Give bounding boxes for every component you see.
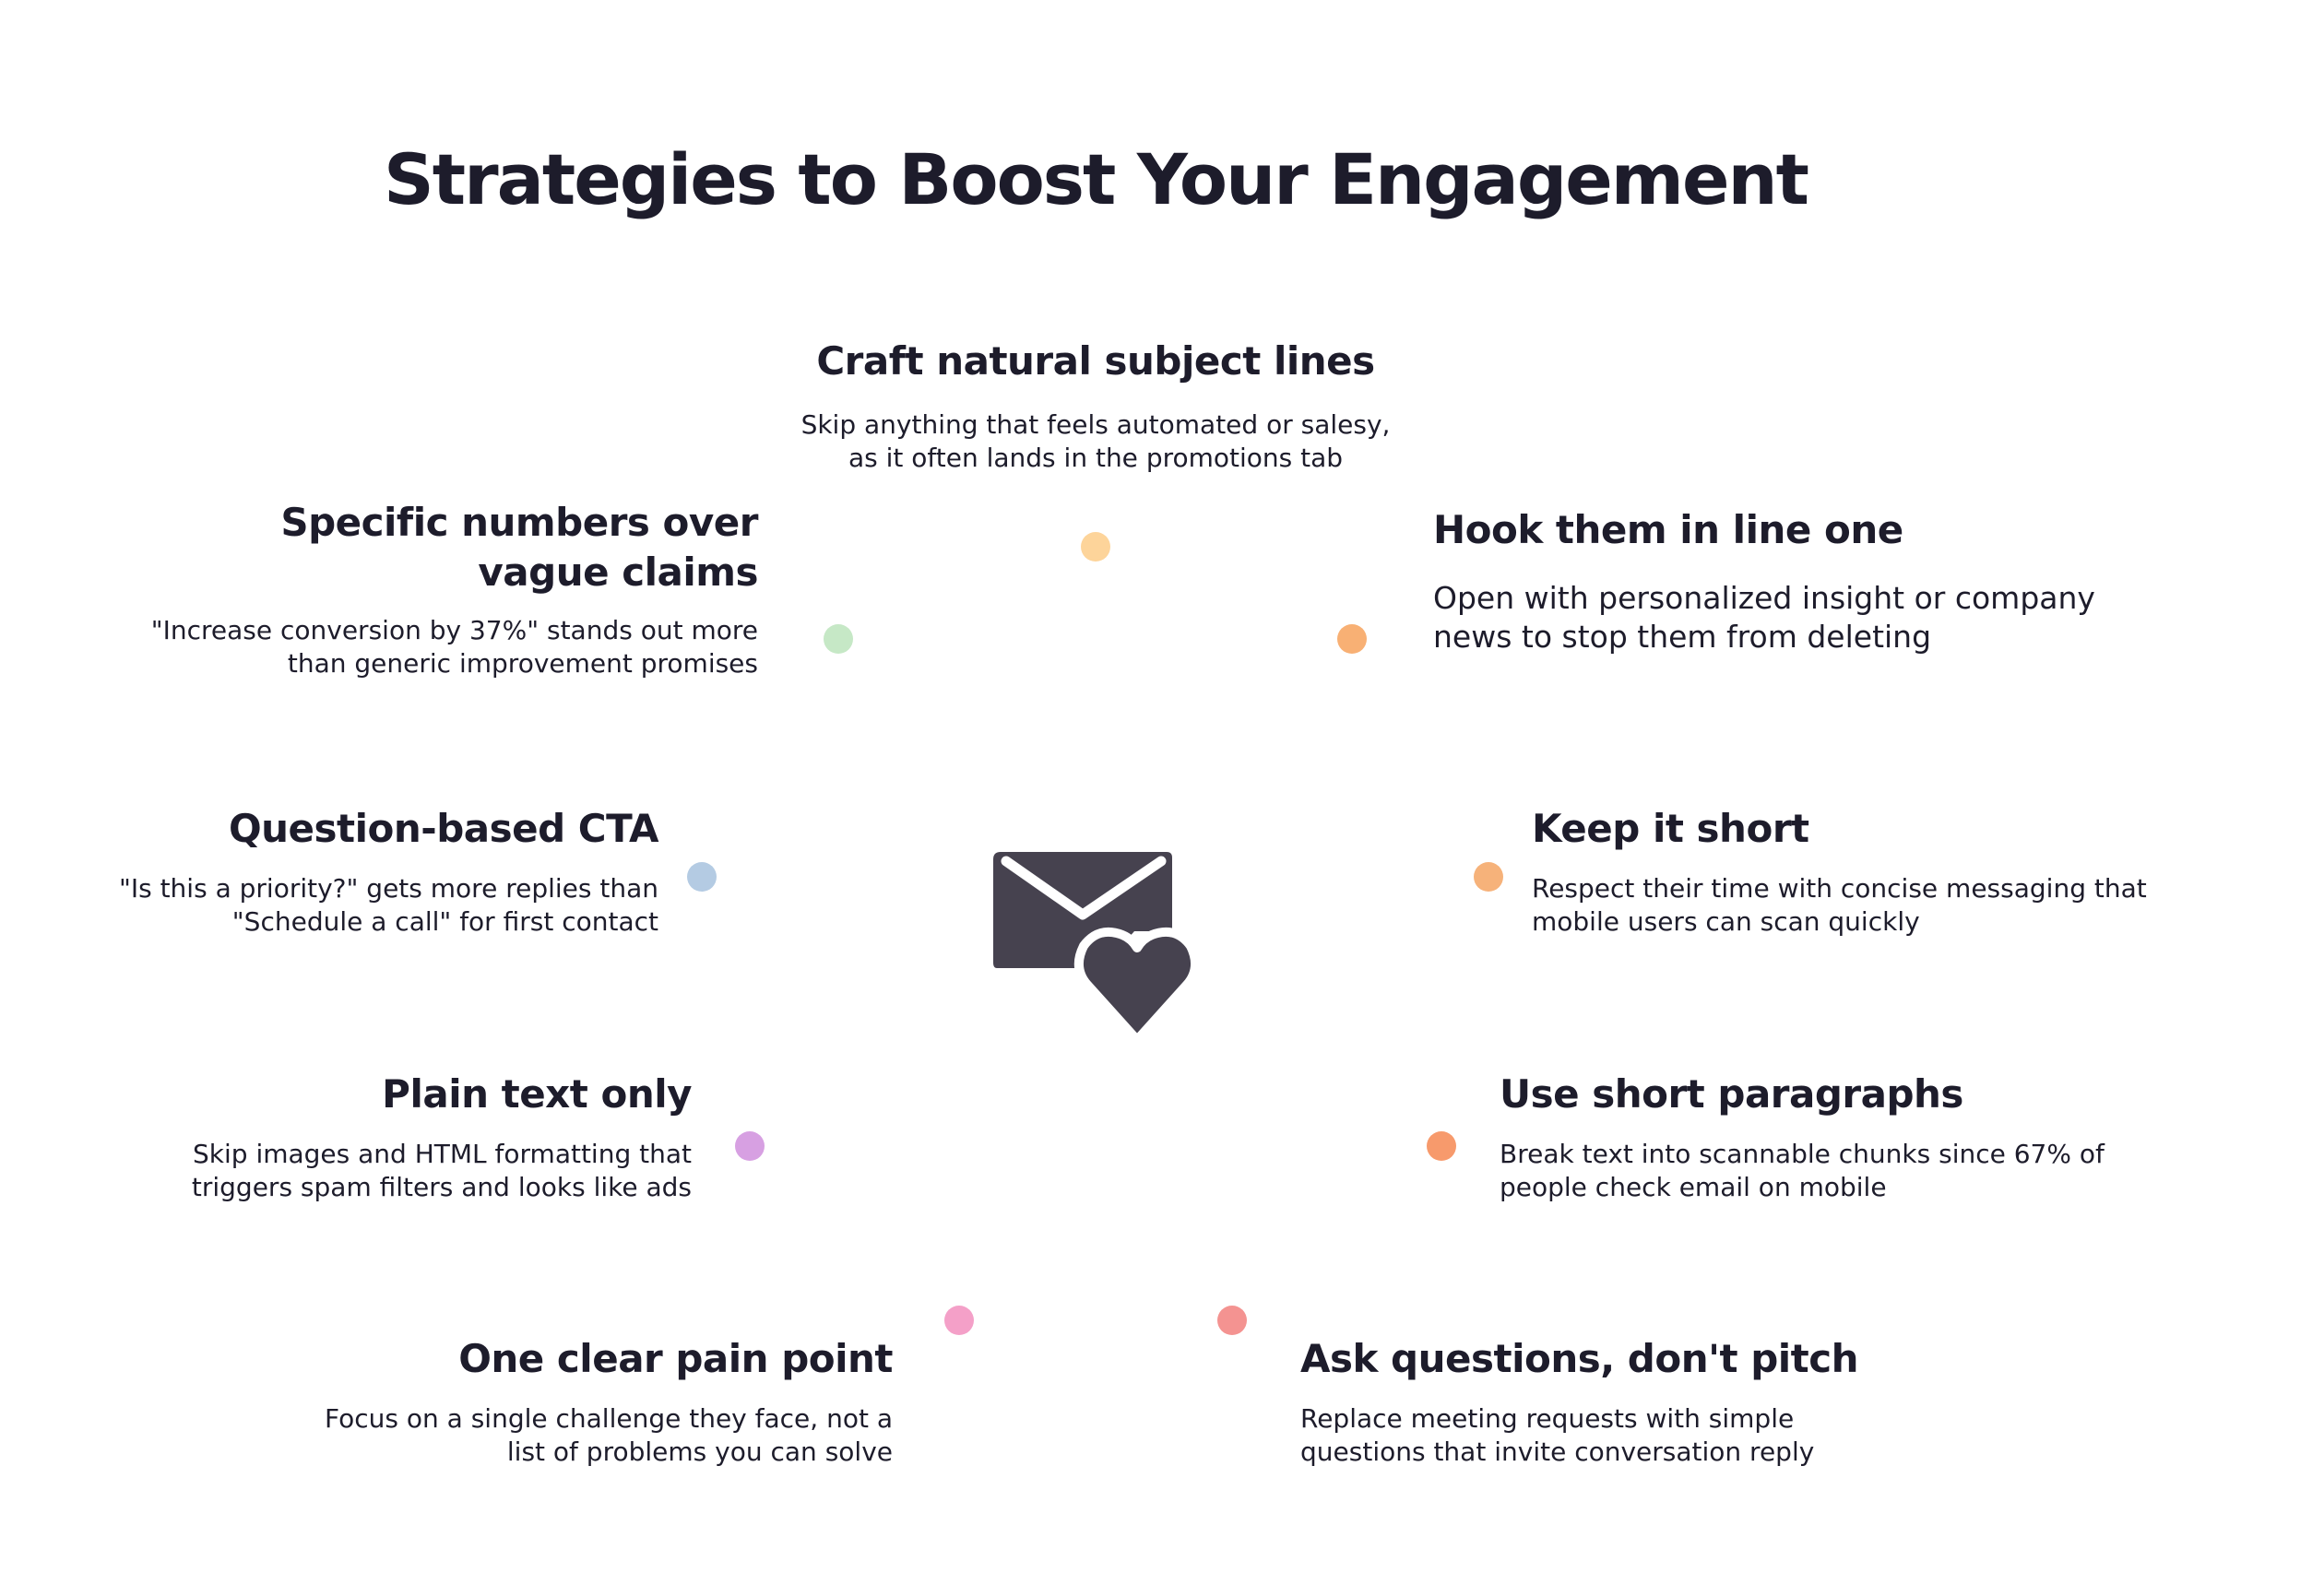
strategy-description: Skip anything that feels automated or sa… bbox=[773, 408, 1418, 475]
description-line: people check email on mobile bbox=[1500, 1172, 1887, 1202]
description-line: Skip anything that feels automated or sa… bbox=[800, 409, 1391, 440]
strategy-dot-specific-numbers bbox=[824, 624, 853, 654]
strategy-description: "Is this a priority?" gets more replies … bbox=[59, 872, 658, 939]
strategy-item-hook: Hook them in line one Open with personal… bbox=[1433, 505, 2134, 656]
strategy-dot-ask-questions bbox=[1217, 1306, 1247, 1335]
strategy-description: Open with personalized insight or compan… bbox=[1433, 579, 2134, 656]
page-title: Strategies to Boost Your Engagement bbox=[384, 138, 1809, 220]
strategy-item-question-cta: Question-based CTA "Is this a priority?"… bbox=[59, 804, 659, 939]
strategy-heading: Use short paragraphs bbox=[1500, 1071, 1963, 1117]
strategy-dot-subject-lines bbox=[1081, 532, 1110, 562]
strategy-item-pain-point: One clear pain point Focus on a single c… bbox=[247, 1334, 894, 1469]
strategy-item-keep-short: Keep it short Respect their time with co… bbox=[1532, 804, 2270, 939]
strategy-dot-question-cta bbox=[687, 862, 717, 892]
heading-line: vague claims bbox=[478, 550, 758, 595]
strategy-heading: Question-based CTA bbox=[228, 806, 659, 851]
strategy-heading: Plain text only bbox=[382, 1071, 692, 1117]
strategy-dot-hook bbox=[1337, 624, 1367, 654]
strategy-description: Replace meeting requests with simple que… bbox=[1300, 1402, 2001, 1469]
strategy-description: Respect their time with concise messagin… bbox=[1532, 872, 2270, 939]
description-line: list of problems you can solve bbox=[506, 1436, 893, 1467]
strategy-item-ask-questions: Ask questions, don't pitch Replace meeti… bbox=[1300, 1334, 2001, 1469]
strategy-heading: Keep it short bbox=[1532, 806, 1809, 851]
description-line: questions that invite conversation reply bbox=[1300, 1436, 1815, 1467]
description-line: than generic improvement promises bbox=[287, 648, 758, 679]
strategy-dot-keep-short bbox=[1474, 862, 1503, 892]
description-line: Replace meeting requests with simple bbox=[1300, 1403, 1795, 1434]
description-line: triggers spam filters and looks like ads bbox=[191, 1172, 692, 1202]
strategy-item-specific-numbers: Specific numbers over vague claims "Incr… bbox=[111, 498, 759, 680]
strategy-item-short-paragraphs: Use short paragraphs Break text into sca… bbox=[1500, 1070, 2237, 1204]
description-line: Focus on a single challenge they face, n… bbox=[325, 1403, 893, 1434]
strategy-heading: Specific numbers over vague claims bbox=[111, 498, 758, 597]
strategy-description: Focus on a single challenge they face, n… bbox=[247, 1402, 893, 1469]
strategy-description: Skip images and HTML formatting that tri… bbox=[92, 1138, 692, 1204]
description-line: "Increase conversion by 37%" stands out … bbox=[150, 615, 758, 645]
strategy-item-subject-lines: Craft natural subject lines Skip anythin… bbox=[773, 337, 1418, 475]
strategy-dot-plain-text bbox=[735, 1131, 765, 1161]
envelope-heart-icon bbox=[993, 852, 1199, 1045]
strategy-description: Break text into scannable chunks since 6… bbox=[1500, 1138, 2237, 1204]
strategy-heading: One clear pain point bbox=[458, 1336, 893, 1381]
description-line: as it often lands in the promotions tab bbox=[848, 443, 1344, 473]
strategy-heading: Craft natural subject lines bbox=[816, 338, 1375, 384]
heading-line: Specific numbers over bbox=[280, 500, 758, 545]
description-line: mobile users can scan quickly bbox=[1532, 906, 1920, 937]
strategy-heading: Ask questions, don't pitch bbox=[1300, 1336, 1859, 1381]
description-line: "Schedule a call" for first contact bbox=[231, 906, 658, 937]
description-line: Break text into scannable chunks since 6… bbox=[1500, 1139, 2105, 1169]
description-line: Open with personalized insight or compan… bbox=[1433, 580, 2095, 616]
strategy-dot-short-paragraphs bbox=[1427, 1131, 1456, 1161]
strategy-heading: Hook them in line one bbox=[1433, 507, 1903, 552]
strategy-dot-pain-point bbox=[944, 1306, 974, 1335]
strategy-item-plain-text: Plain text only Skip images and HTML for… bbox=[92, 1070, 693, 1204]
strategy-description: "Increase conversion by 37%" stands out … bbox=[111, 614, 758, 680]
description-line: "Is this a priority?" gets more replies … bbox=[118, 873, 658, 904]
description-line: Skip images and HTML formatting that bbox=[193, 1139, 692, 1169]
description-line: Respect their time with concise messagin… bbox=[1532, 873, 2147, 904]
description-line: news to stop them from deleting bbox=[1433, 619, 1932, 655]
